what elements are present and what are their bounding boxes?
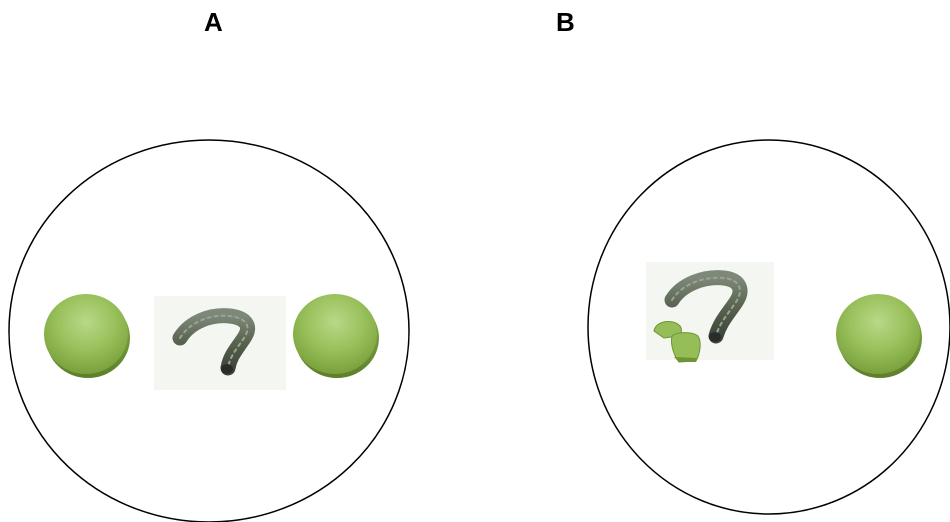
- caterpillar-b-head: [709, 332, 721, 342]
- panel-b: [588, 140, 950, 514]
- leaf-disc-a-left: [44, 294, 130, 378]
- leaf-disc-a-right: [293, 294, 379, 378]
- panel-a: [9, 140, 409, 522]
- caterpillar-a-head: [221, 364, 233, 374]
- caterpillar-b: [646, 262, 774, 360]
- leaf-disc-b-right: [836, 294, 922, 378]
- caterpillar-a: [154, 296, 286, 390]
